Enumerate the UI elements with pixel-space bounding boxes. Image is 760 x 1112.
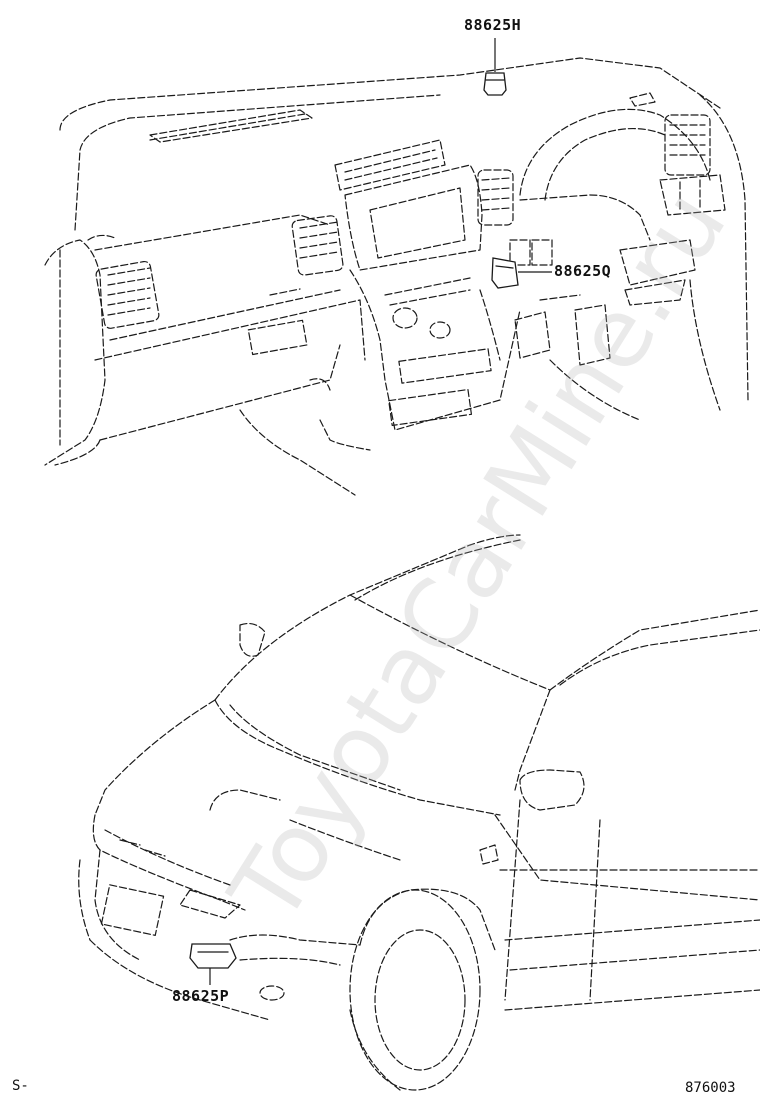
part-88625p-sensor	[189, 943, 237, 969]
dashboard-illustration	[44, 57, 749, 496]
part-label-88625p[interactable]: 88625P	[172, 987, 230, 1005]
diagram-number: 876003	[685, 1080, 736, 1096]
part-88625h-sensor	[483, 72, 507, 96]
part-label-88625q[interactable]: 88625Q	[554, 262, 612, 280]
car-illustration	[78, 534, 760, 1091]
footer-code: S-	[12, 1078, 29, 1094]
part-88625q-sensor	[491, 257, 519, 289]
part-label-88625h[interactable]: 88625H	[464, 16, 522, 34]
